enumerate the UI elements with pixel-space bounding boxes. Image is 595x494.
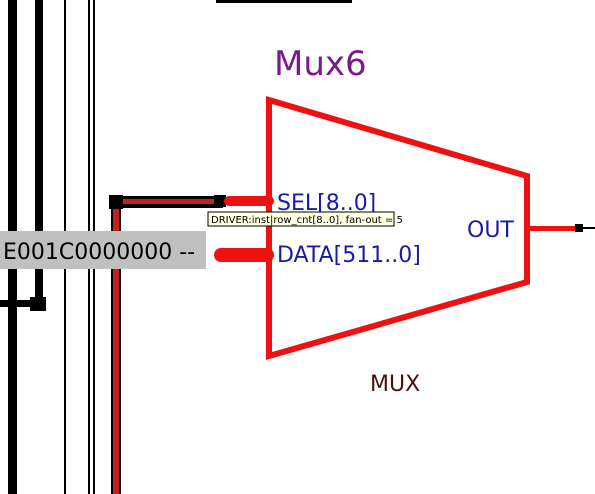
driver-tooltip-text: DRIVER:inst|row_cnt[8..0], fan-out = 5: [211, 215, 403, 226]
wire-top[interactable]: [216, 0, 352, 3]
out-line[interactable]: [583, 227, 595, 229]
driver-tooltip: [207, 211, 395, 227]
bus-end-node: [214, 195, 226, 207]
bus-tap[interactable]: [0, 300, 46, 307]
bus-bend-node: [109, 195, 123, 209]
constant-input-box[interactable]: [0, 231, 206, 269]
port-out-label: OUT: [467, 218, 514, 243]
sel-pin-stub[interactable]: [224, 196, 274, 206]
out-wire[interactable]: [527, 226, 579, 231]
out-node: [575, 224, 583, 232]
data-input-wire[interactable]: [214, 248, 274, 262]
mux-body[interactable]: [266, 95, 530, 360]
bus-line-2[interactable]: [35, 0, 43, 305]
constant-input-text: E001C0000000 --: [3, 240, 195, 265]
port-data-label: DATA[511..0]: [277, 243, 421, 268]
sel-bus-vertical[interactable]: [113, 200, 119, 494]
mux-type-label: MUX: [370, 372, 420, 397]
mux-instance-name: Mux6: [274, 44, 367, 84]
sel-bus-horizontal[interactable]: [113, 199, 221, 204]
